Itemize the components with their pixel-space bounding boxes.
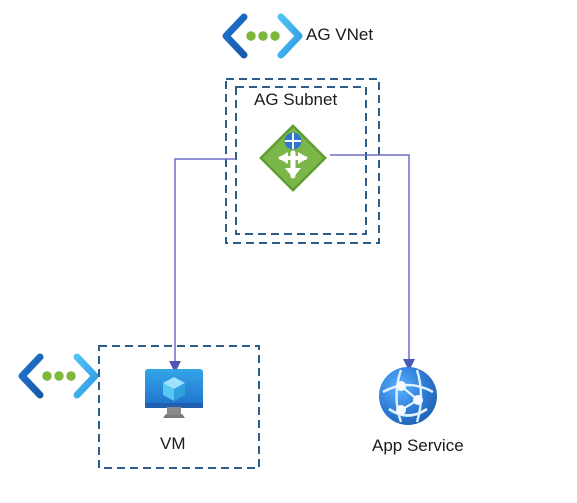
vnet-top-icon [222,13,303,59]
app-service-icon [379,367,437,425]
application-gateway-icon [259,124,327,192]
vm-subnet-dashed-box [98,345,260,469]
vnet-left-icon [18,353,99,399]
vm-label: VM [160,434,186,453]
gateway-to-vm-connector [169,158,236,373]
connectors [169,154,415,373]
virtual-machine-icon [145,369,203,418]
vnet-label: AG VNet [306,25,374,44]
subnet-label: AG Subnet [254,90,338,109]
gateway-to-app-service-connector [330,154,415,371]
app-service-label: App Service [372,436,464,455]
subnet-outer-dashed-box [225,78,380,244]
subnet-inner-dashed-box [235,86,367,235]
